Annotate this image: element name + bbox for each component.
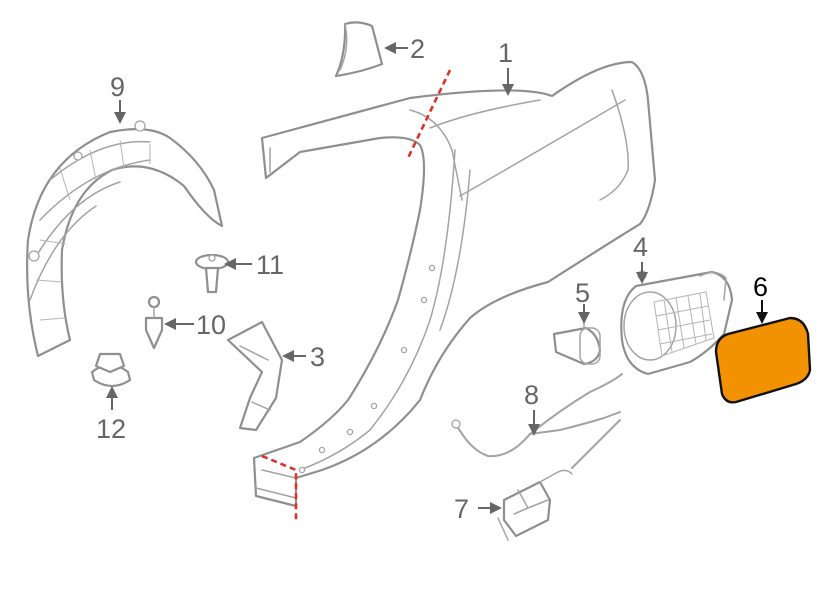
part-10-clip[interactable] [144,295,164,350]
cut-line-rocker [261,454,298,520]
arrowhead-12 [106,386,118,398]
callout-8: 8 [524,380,539,410]
arrowhead-10 [164,318,176,330]
callout-10: 10 [196,310,226,340]
part-4-fuel-filler-housing[interactable] [620,270,734,376]
arrowhead-7 [490,502,502,514]
fuel-door-highlight[interactable] [714,316,812,404]
arrowhead-11 [224,258,236,270]
arrowhead-3 [282,350,294,362]
callout-1: 1 [498,38,513,68]
part-8-release-cable[interactable] [451,373,623,469]
arrowhead-2 [384,42,396,54]
callout-12: 12 [96,414,126,444]
part-12-nut[interactable] [90,352,132,388]
callout-7: 7 [454,494,469,524]
callout-4: 4 [633,232,648,262]
arrowhead-4 [636,272,648,284]
arrowhead-8 [528,424,540,436]
part-9-wheel-arch-liner[interactable] [26,120,224,358]
callout-3: 3 [310,342,325,372]
part-1-quarter-panel[interactable] [252,60,657,508]
callout-labels: 1 2 3 4 5 6 7 8 9 10 11 12 [96,34,768,524]
part-5-actuator[interactable] [552,311,602,366]
cut-line-roof [406,69,452,159]
part-11-push-pin[interactable] [194,253,230,294]
part-3-reinforcement[interactable] [226,320,284,432]
arrowhead-1 [502,84,514,96]
part-6-fuel-door[interactable] [714,316,812,404]
leader-lines [106,42,768,514]
arrowhead-6 [756,312,768,324]
part-2-bracket[interactable] [334,21,384,78]
callout-9: 9 [110,72,125,102]
part-7-lock-motor[interactable] [497,469,573,541]
arrowhead-5 [578,312,590,324]
callout-11: 11 [256,250,284,280]
callout-2: 2 [410,34,425,64]
arrowhead-9 [114,112,126,124]
callout-6: 6 [753,272,768,302]
callout-5: 5 [575,278,590,308]
